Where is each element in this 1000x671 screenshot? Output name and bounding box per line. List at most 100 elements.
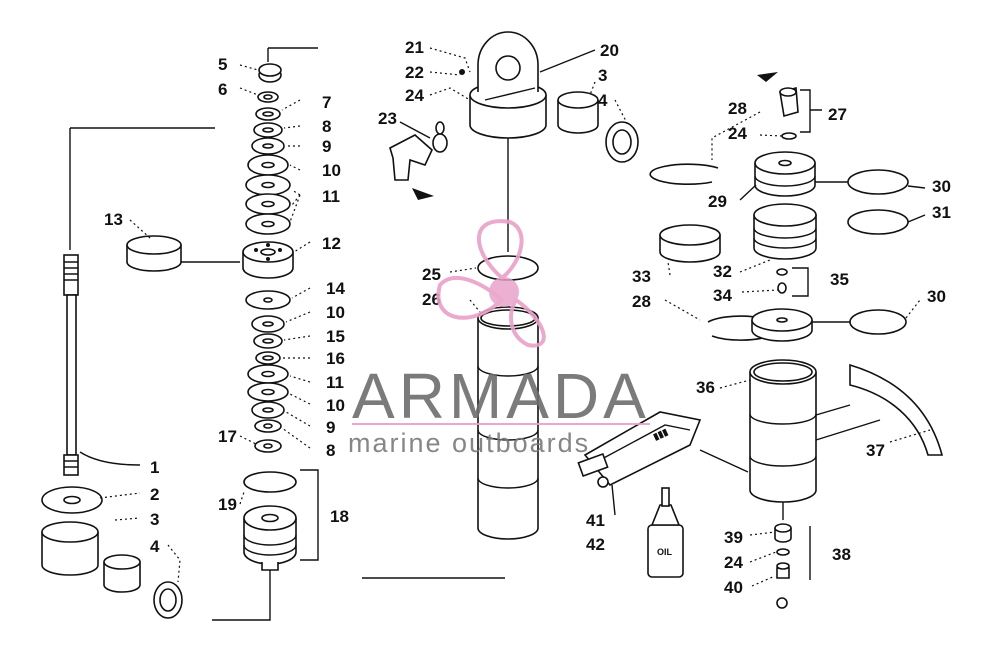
part-label: 16 [326,349,345,368]
ring-part-4 [153,581,183,619]
arrow-icon-right [757,72,778,82]
washer-part-2 [41,486,103,514]
shield-part-37 [815,363,944,456]
part-label: 6 [218,80,227,99]
right-assembly [649,72,944,609]
part-label: 15 [326,327,345,346]
part-label: 42 [586,535,605,554]
snap-ring-28 [649,163,719,186]
bracket-27 [800,89,822,133]
part-label: 7 [322,93,331,112]
part-label: 37 [866,441,885,460]
part-label: 18 [330,507,349,526]
part-label: 38 [832,545,851,564]
ring-part-33 [659,224,721,263]
part-label: 39 [724,528,743,547]
part-labels: 5 6 7 8 9 10 11 12 13 14 10 15 16 11 10 … [104,38,951,597]
watermark: ARMADA marine outboards [348,219,650,458]
o-ring-31 [847,209,909,235]
part-label: 1 [150,458,159,477]
part-label: 14 [326,279,345,298]
bushing-part-large [41,521,99,576]
part-label: 34 [713,286,732,305]
part-label: 4 [150,537,160,556]
part-label: 21 [405,38,424,57]
part-label: 22 [405,63,424,82]
ring-part-4-center [605,121,639,163]
cylinder-body [477,306,539,540]
part-label: 10 [326,396,345,415]
bracket-18 [300,469,319,561]
cylinder-part-36 [749,359,817,503]
tool-and-oil: ▮▮▮ OIL [577,411,749,578]
leader-lines [79,47,931,587]
part-label: 5 [218,55,227,74]
bushing-part-3-center [557,91,599,134]
part-label: 30 [932,177,951,196]
frame-line-bottom [212,570,271,621]
part-label: 8 [326,441,335,460]
part-label: 3 [150,510,159,529]
frame-line-top [267,47,318,62]
watermark-brand: ARMADA [352,360,650,432]
part-label: 2 [150,485,159,504]
watermark-tagline: marine outboards [348,428,590,458]
part-label: 30 [927,287,946,306]
part-label: 8 [322,117,331,136]
fitting-part-27 [779,86,799,140]
cap-part-29 [754,151,816,197]
part-label: 35 [830,270,849,289]
bushing-part-3 [103,554,141,593]
part-label: 19 [218,495,237,514]
bolt-part-34 [777,282,787,294]
part-label: 10 [326,303,345,322]
propeller-logo-icon [436,219,546,348]
part-label: 11 [322,187,340,206]
part-label: 17 [218,427,237,446]
frame-line-left [69,127,215,250]
elbow-fitting-23 [389,121,448,181]
part-label: 23 [378,109,397,128]
part-label: 4 [598,91,608,110]
ring-part-13 [126,235,240,272]
bracket-35 [792,267,809,297]
oil-bottle-42: OIL [647,487,684,578]
part-label: 9 [322,137,331,156]
o-ring-30-lower [849,309,907,335]
part-label: 25 [422,265,441,284]
washer-stack [242,63,297,571]
part-label: 24 [405,86,424,105]
part-label: 33 [632,267,651,286]
part-label: 13 [104,210,123,229]
disc-part [751,308,813,342]
nut-part-35 [776,268,788,276]
part-label: 28 [632,292,651,311]
part-label: 3 [598,66,607,85]
part-label: 29 [708,192,727,211]
part-label: 36 [696,378,715,397]
oil-label: OIL [657,547,673,557]
part-label: 32 [713,262,732,281]
part-label: 20 [600,41,619,60]
part-label: 12 [322,234,341,253]
part-label: 9 [326,418,335,437]
part-label: 11 [326,373,344,392]
center-assembly [362,31,639,579]
piston-part-32 [753,203,817,260]
shaft-part [63,254,79,476]
arrow-icon [412,188,434,200]
part-label: 28 [728,99,747,118]
part-label: 41 [586,511,605,530]
part-label: 40 [724,578,743,597]
part-label: 26 [422,290,441,309]
leader-lines-tool [611,449,749,516]
left-assembly [41,47,319,621]
part-label: 24 [724,553,743,572]
o-ring-30-top [847,169,909,195]
drain-parts-38 [774,523,792,609]
tool-part-41: ▮▮▮ [577,411,702,488]
housing-upper [459,31,547,139]
part-label: 27 [828,105,847,124]
part-label: 10 [322,161,341,180]
